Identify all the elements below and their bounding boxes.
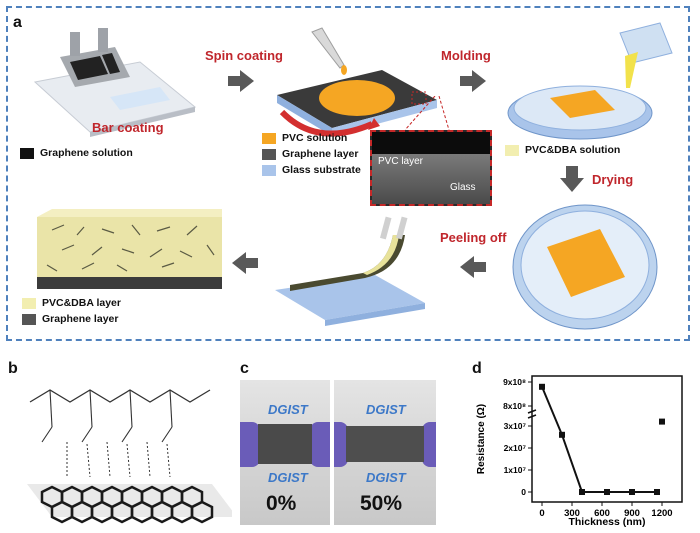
y-tick-label: 9x10⁸	[503, 377, 526, 387]
film-sample	[258, 424, 312, 464]
data-point	[654, 489, 660, 495]
data-point	[629, 489, 635, 495]
sem-cross-section: PVC layer Glass	[370, 130, 492, 206]
data-point	[559, 431, 565, 438]
data-point	[659, 418, 665, 425]
dried-film-dish-illustration	[512, 204, 658, 330]
spin-coating-illustration	[277, 27, 437, 137]
film-sample-stretched	[346, 426, 424, 462]
x-tick-label: 600	[594, 508, 610, 519]
panel-a-frame	[6, 6, 690, 341]
swatch	[262, 164, 276, 176]
legend-pvc-dba-solution: PVC&DBA solution	[505, 142, 620, 158]
arrow-left-icon	[232, 252, 258, 274]
legend-label: PVC&DBA layer	[42, 297, 121, 309]
swatch	[505, 144, 519, 156]
legend-label: Glass substrate	[282, 164, 361, 176]
x-tick-label: 0	[539, 508, 544, 519]
legend-label: PVC&DBA solution	[525, 144, 621, 156]
molding-illustration	[507, 22, 673, 140]
legend-graphene-solution-label: Graphene solution	[40, 147, 133, 159]
legend-graphene-layer-final: Graphene layer	[22, 311, 121, 327]
data-point	[579, 489, 585, 495]
legend-label: Graphene layer	[282, 148, 359, 160]
panel-b-label: b	[8, 360, 18, 377]
graphene-solution-swatch	[20, 147, 34, 159]
strain-0-label: 0%	[266, 492, 297, 515]
step-spin-coating: Spin coating	[205, 48, 283, 63]
swatch	[22, 297, 36, 309]
step-drying: Drying	[592, 172, 634, 187]
panel-c-label: c	[240, 360, 249, 377]
resistance-chart: 0 300 600 900 1200 0 1x10⁷ 2x10⁷ 3x10⁷ 8x10⁸ 9x10⁸…	[476, 375, 683, 528]
legend-pvc-solution: PVC solution	[262, 130, 452, 146]
dgist-logo-top: DGIST	[366, 402, 406, 417]
spin-legend: PVC solution Graphene layer Glass substr…	[262, 120, 452, 178]
molecular-structure-illustration	[27, 389, 232, 524]
legend-glass-substrate: Glass substrate	[262, 162, 452, 178]
y-axis-break-mark	[527, 409, 537, 414]
legend-pvc-dba-layer: PVC&DBA layer	[22, 295, 121, 311]
swatch	[262, 148, 276, 160]
x-tick-label: 900	[624, 508, 640, 519]
peeling-illustration	[275, 216, 425, 326]
swatch	[22, 313, 36, 325]
sem-top-region	[372, 132, 490, 154]
x-axis-label: Thickness (nm)	[568, 516, 645, 528]
photo-50-percent: DGIST DGIST 50%	[334, 380, 436, 525]
y-axis-break-mark	[527, 414, 537, 419]
dgist-logo-bottom: DGIST	[366, 470, 406, 485]
bar-coater-illustration	[33, 28, 197, 137]
data-point	[604, 489, 610, 495]
x-tick-label: 300	[564, 508, 580, 519]
sem-label-pvc: PVC layer	[378, 156, 424, 167]
strain-50-label: 50%	[360, 492, 403, 515]
glove-left	[240, 422, 260, 467]
step-molding: Molding	[441, 48, 491, 63]
sem-glass-region	[372, 154, 490, 204]
y-tick-label: 2x10⁷	[504, 443, 527, 453]
y-axis-label: Resistance (Ω)	[476, 404, 487, 474]
step-bar-coating: Bar coating	[92, 120, 164, 135]
inset-guide-lines	[405, 96, 450, 131]
arrow-left-icon	[460, 256, 486, 278]
glove-right	[422, 422, 436, 467]
sem-label-glass: Glass	[450, 182, 476, 193]
series-line	[541, 386, 657, 493]
panel-d-label: d	[472, 360, 482, 377]
y-tick-label: 1x10⁷	[504, 465, 527, 475]
final-legend: PVC&DBA layer Graphene layer	[22, 295, 121, 327]
legend-graphene-solution: Graphene solution	[20, 145, 133, 161]
legend-label: PVC solution	[282, 132, 348, 144]
x-tick-label: 1200	[651, 508, 672, 519]
dgist-logo-top: DGIST	[268, 402, 308, 417]
legend-label: Graphene layer	[42, 313, 119, 325]
glove-right	[310, 422, 330, 467]
y-tick-label: 3x10⁷	[504, 421, 527, 431]
swatch	[262, 132, 276, 144]
y-tick-label: 8x10⁸	[503, 401, 526, 411]
data-point	[539, 383, 545, 390]
final-composite-illustration	[37, 209, 222, 289]
arrow-right-icon	[228, 70, 254, 92]
y-tick-label: 0	[521, 487, 526, 497]
step-peeling-off: Peeling off	[440, 230, 507, 245]
panel-a-label: a	[13, 14, 22, 31]
photo-0-percent: DGIST DGIST 0%	[240, 380, 330, 525]
dgist-logo-bottom: DGIST	[268, 470, 308, 485]
arrow-down-icon	[560, 166, 584, 192]
arrow-right-icon	[460, 70, 486, 92]
glove-left	[334, 422, 348, 467]
legend-graphene-layer: Graphene layer	[262, 146, 452, 162]
plot-frame	[531, 375, 683, 503]
